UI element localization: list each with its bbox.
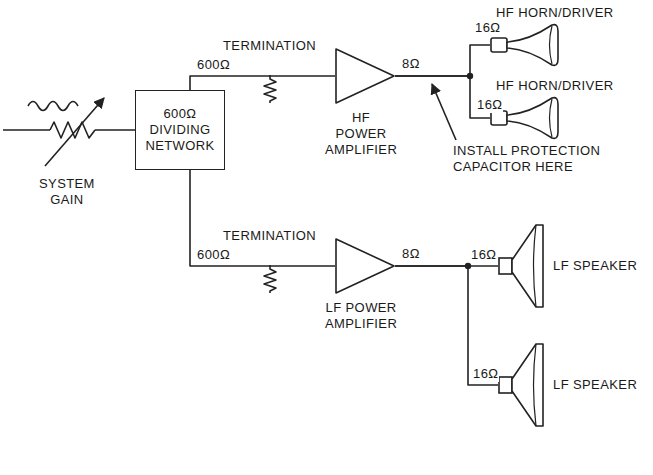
driver-body: [491, 111, 507, 125]
impedance-label: 600Ω: [196, 247, 231, 263]
impedance-label: 16Ω: [472, 366, 499, 382]
horn-flare: [507, 25, 558, 66]
speaker-cone: [512, 344, 543, 426]
speaker-magnet: [499, 258, 512, 274]
impedance-label: 8Ω: [401, 56, 421, 72]
speaker-label: LF SPEAKER: [553, 377, 637, 393]
gain-arrow: [45, 98, 104, 166]
speaker-drawing: [498, 223, 545, 309]
termination-label: TERMINATION: [222, 228, 317, 244]
loudspeaker: LF SPEAKER: [498, 223, 545, 309]
termination-resistor: [264, 75, 276, 103]
horn-label: HF HORN/DRIVER: [496, 5, 614, 21]
loudspeaker: LF SPEAKER: [498, 342, 545, 428]
signal-wire: [190, 170, 335, 266]
driver-body: [491, 38, 507, 52]
speaker-cone: [512, 225, 543, 307]
termination-label: TERMINATION: [222, 38, 317, 54]
signal-wire: [190, 76, 335, 90]
control-label: SYSTEM GAIN: [38, 176, 96, 208]
amplifier-label: LF POWER AMPLIFIER: [325, 300, 397, 332]
signal-wire: [395, 45, 490, 76]
impedance-label: 16Ω: [476, 97, 503, 113]
gain-resistor: [50, 122, 95, 138]
box-label: 600Ω DIVIDING NETWORK: [145, 106, 214, 154]
horn-label: HF HORN/DRIVER: [496, 78, 614, 94]
impedance-label: 8Ω: [401, 246, 421, 262]
amplifier-symbol: HF POWER AMPLIFIER: [335, 48, 395, 104]
triangle-outline: [336, 239, 394, 293]
cone-rim: [534, 225, 537, 307]
process-box: 600Ω DIVIDING NETWORK: [135, 90, 225, 170]
horn-mouth: [550, 99, 553, 137]
pointer-arrow: [432, 84, 456, 140]
amplifier-triangle: [335, 48, 395, 104]
impedance-label: 600Ω: [196, 57, 231, 73]
amplifier-symbol: LF POWER AMPLIFIER: [335, 238, 395, 294]
gain-squiggle: [28, 102, 78, 111]
speaker-magnet: [499, 377, 512, 393]
horn-mouth: [550, 26, 553, 64]
note-text: INSTALL PROTECTION CAPACITOR HERE: [452, 143, 639, 175]
speaker-drawing: [498, 342, 545, 428]
amplifier-label: HF POWER AMPLIFIER: [325, 110, 397, 158]
termination-resistor: [264, 265, 276, 293]
speaker-label: LF SPEAKER: [553, 258, 637, 274]
triangle-outline: [336, 49, 394, 103]
impedance-label: 16Ω: [474, 20, 501, 36]
horn-flare: [507, 98, 558, 139]
cone-rim: [534, 344, 537, 426]
amplifier-triangle: [335, 238, 395, 294]
impedance-label: 16Ω: [470, 247, 497, 263]
input-wire: [3, 129, 135, 131]
